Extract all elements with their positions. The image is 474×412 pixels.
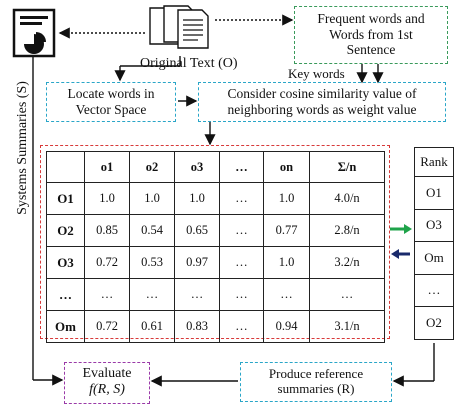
locate-words-box: Locate words in Vector Space xyxy=(46,82,176,122)
frequent-words-line-3: Sentence xyxy=(346,42,396,58)
rank-item: O3 xyxy=(414,208,454,242)
matrix-cell: 1.0 xyxy=(263,182,310,215)
rank-item: … xyxy=(414,273,454,307)
matrix-header-cell: … xyxy=(219,151,264,183)
matrix-row-header: Om xyxy=(46,310,85,343)
matrix-row: … … … … … … … xyxy=(46,278,385,311)
matrix-cell: … xyxy=(219,182,264,215)
matrix-cell: … xyxy=(84,278,130,311)
reference-line-2: summaries (R) xyxy=(277,380,355,396)
matrix-cell: 0.77 xyxy=(263,214,310,247)
matrix-cell: 1.0 xyxy=(84,182,130,215)
evaluate-function: f(R, S) xyxy=(89,382,125,398)
rank-table: Rank O1 O3 Om … O2 xyxy=(414,147,454,340)
key-words-label: Key words xyxy=(288,66,345,81)
matrix-header-cell: on xyxy=(263,151,310,183)
matrix-cell: 0.65 xyxy=(174,214,220,247)
matrix-cell: … xyxy=(309,278,385,311)
evaluate-box: Evaluate f(R, S) xyxy=(64,362,150,404)
locate-line-2: Vector Space xyxy=(75,101,147,117)
matrix-row-header: … xyxy=(46,278,85,311)
matrix-row-header: O3 xyxy=(46,246,85,279)
matrix-cell: … xyxy=(219,214,264,247)
frequent-words-line-1: Frequent words and xyxy=(317,11,425,26)
matrix-header-cell xyxy=(46,151,85,183)
matrix-cell: … xyxy=(219,246,264,279)
rank-item: O2 xyxy=(414,306,454,340)
locate-line-1: Locate words in xyxy=(67,86,155,101)
rank-item: O1 xyxy=(414,176,454,210)
matrix-cell: 0.72 xyxy=(84,310,130,343)
matrix-cell: … xyxy=(219,310,264,343)
matrix-cell: 0.61 xyxy=(129,310,175,343)
frequent-words-box: Frequent words and Words from 1st Senten… xyxy=(294,6,448,64)
matrix-cell: 0.94 xyxy=(263,310,310,343)
matrix-row: O3 0.72 0.53 0.97 … 1.0 3.2/n xyxy=(46,246,385,279)
matrix-cell: 0.54 xyxy=(129,214,175,247)
reference-line-1: Produce reference xyxy=(268,366,364,381)
original-text-label: Original Text (O) xyxy=(140,56,238,71)
cosine-similarity-box: Consider cosine similarity value of neig… xyxy=(198,82,446,122)
presentation-doc-icon xyxy=(12,8,56,58)
cosine-line-1: Consider cosine similarity value of xyxy=(227,86,417,101)
systems-summaries-label: Systems Summaries (S) xyxy=(15,81,30,215)
matrix-header-row: o1 o2 o3 … on Σ/n xyxy=(46,151,385,183)
similarity-matrix: o1 o2 o3 … on Σ/n O1 1.0 1.0 1.0 … 1.0 4… xyxy=(46,151,385,343)
matrix-row: Om 0.72 0.61 0.83 … 0.94 3.1/n xyxy=(46,310,385,343)
matrix-cell: 0.97 xyxy=(174,246,220,279)
matrix-header-cell: Σ/n xyxy=(309,151,385,183)
matrix-cell: 1.0 xyxy=(174,182,220,215)
document-stack-icon xyxy=(149,5,209,49)
matrix-row-header: O1 xyxy=(46,182,85,215)
matrix-cell: 1.0 xyxy=(129,182,175,215)
matrix-cell: 1.0 xyxy=(263,246,310,279)
matrix-row: O1 1.0 1.0 1.0 … 1.0 4.0/n xyxy=(46,182,385,215)
matrix-cell: 0.53 xyxy=(129,246,175,279)
cosine-line-2: neighboring words as weight value xyxy=(227,101,417,117)
frequent-words-line-2: Words from 1st xyxy=(329,26,413,42)
rank-header: Rank xyxy=(414,147,454,177)
matrix-cell: 0.72 xyxy=(84,246,130,279)
matrix-cell: 2.8/n xyxy=(309,214,385,247)
matrix-header-cell: o1 xyxy=(84,151,130,183)
matrix-cell: 3.2/n xyxy=(309,246,385,279)
matrix-row-header: O2 xyxy=(46,214,85,247)
matrix-cell: … xyxy=(263,278,310,311)
matrix-header-cell: o2 xyxy=(129,151,175,183)
matrix-cell: 0.83 xyxy=(174,310,220,343)
reference-summaries-box: Produce reference summaries (R) xyxy=(240,362,392,402)
evaluate-line-1: Evaluate xyxy=(82,366,132,381)
matrix-cell: … xyxy=(129,278,175,311)
matrix-cell: … xyxy=(174,278,220,311)
matrix-row: O2 0.85 0.54 0.65 … 0.77 2.8/n xyxy=(46,214,385,247)
rank-item: Om xyxy=(414,241,454,275)
matrix-cell: 3.1/n xyxy=(309,310,385,343)
matrix-cell: … xyxy=(219,278,264,311)
matrix-cell: 0.85 xyxy=(84,214,130,247)
matrix-header-cell: o3 xyxy=(174,151,220,183)
matrix-cell: 4.0/n xyxy=(309,182,385,215)
